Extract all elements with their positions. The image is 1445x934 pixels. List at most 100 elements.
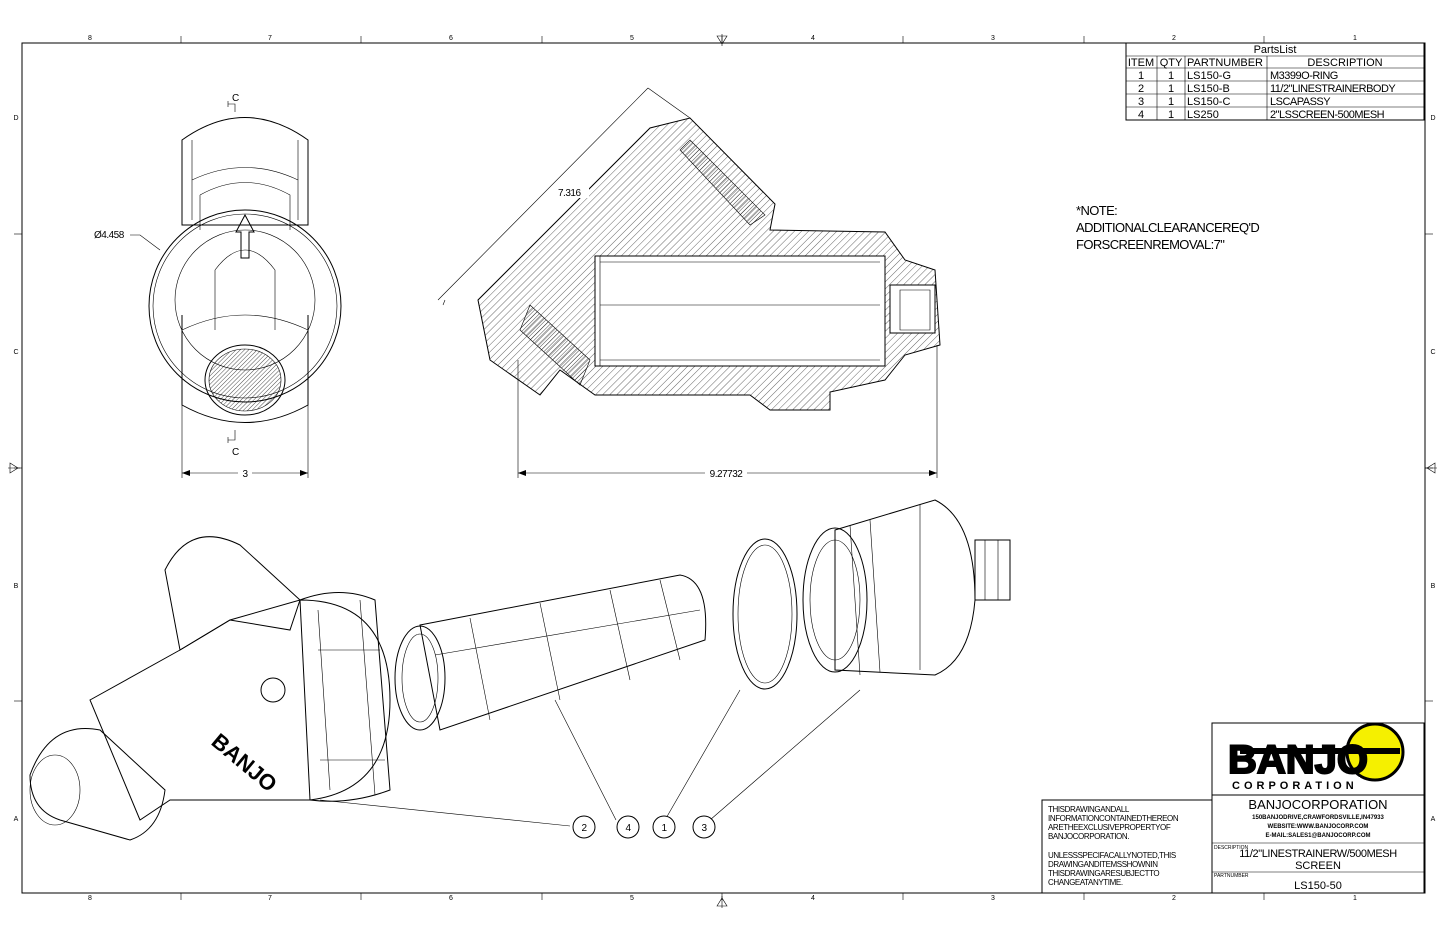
zone-column-label: 8 (88, 895, 92, 902)
zone-row-label: D (13, 115, 18, 122)
zone-row-label: B (14, 583, 19, 590)
parts-list-row: 3 1 LS150-C LSCAPASSY (1138, 96, 1332, 108)
company-name: BANJOCORPORATION (1248, 797, 1387, 812)
parts-list-title: PartsList (1254, 44, 1297, 56)
diagonal-dimension: 7.316 (558, 188, 581, 199)
logo-subtitle: CORPORATION (1232, 780, 1358, 792)
parts-list-cell: 1 (1168, 83, 1174, 95)
title-block: BANJO CORPORATION BANJOCORPORATION 150BA… (1041, 722, 1425, 894)
zone-column-label: 6 (449, 895, 453, 902)
zone-column-label: 7 (268, 895, 272, 902)
item-balloon-number: 4 (625, 823, 631, 834)
clearance-note: *NOTE: ADDITIONALCLEARANCEREQ'D FORSCREE… (1076, 203, 1260, 252)
logo-wordmark: BANJO (1228, 738, 1368, 782)
centering-arrows (8, 34, 1437, 908)
parts-list-header-description: DESCRIPTION (1307, 57, 1382, 69)
section-label: C (232, 447, 239, 458)
zone-column-label: 5 (630, 895, 634, 902)
zone-row-label: A (1431, 816, 1436, 823)
item-balloon-number: 3 (701, 823, 707, 834)
part-number-label: PARTNUMBER (1214, 873, 1249, 879)
disclaimer-line: CHANGEATANYTIME. (1048, 878, 1123, 887)
parts-list-cell: LS250 (1187, 109, 1219, 121)
parts-list-cell: 11/2"LINESTRAINERBODY (1270, 83, 1396, 95)
note-line: FORSCREENREMOVAL:7" (1076, 237, 1225, 252)
description-label: DESCRIPTION (1214, 845, 1249, 851)
zone-column-label: 2 (1172, 35, 1176, 42)
parts-list-cell: 3 (1138, 96, 1144, 108)
section-arrow-icon (227, 430, 236, 443)
parts-list-header-part-number: PARTNUMBER (1187, 57, 1263, 69)
disclaimer-line: THISDRAWINGANDALL (1048, 805, 1130, 814)
zone-column-label: 2 (1172, 895, 1176, 902)
parts-list-cell: 1 (1138, 70, 1144, 82)
zone-row-label: A (14, 816, 19, 823)
parts-list-cell: 2"LSSCREEN-500MESH (1270, 109, 1385, 121)
parts-list-cell: 1 (1168, 70, 1174, 82)
exploded-view: BANJO 2 4 1 3 (29, 499, 1011, 841)
description-line: SCREEN (1295, 860, 1341, 872)
parts-list-cell: 1 (1168, 109, 1174, 121)
company-website: WEBSITE:WWW.BANJOCORP.COM (1268, 824, 1369, 830)
item-balloon (572, 815, 596, 839)
part-number: LS150-50 (1294, 880, 1342, 892)
company-address: 150BANJODRIVE,CRAWFORDSVILLE,IN47933 (1252, 815, 1384, 821)
parts-list-cell: LSCAPASSY (1270, 96, 1331, 108)
parts-list-cell: 2 (1138, 83, 1144, 95)
cap-assembly (802, 499, 1011, 676)
zone-column-label: 3 (991, 895, 995, 902)
zone-row-label: C (1430, 349, 1435, 356)
note-line: ADDITIONALCLEARANCEREQ'D (1076, 220, 1259, 235)
disclaimer-line: DRAWINGANDITEMSSHOWNIN (1048, 860, 1158, 869)
banjo-logo-icon (260, 677, 286, 703)
zone-column-label: 1 (1353, 35, 1357, 42)
zone-column-label: 4 (811, 895, 815, 902)
length-dimension: 9.27732 (710, 469, 744, 480)
item-balloon-number: 2 (581, 823, 587, 834)
zone-row-label: B (1431, 583, 1436, 590)
parts-list-header-qty: QTY (1160, 57, 1183, 69)
section-label: C (232, 93, 239, 104)
flow-direction-arrow-icon (235, 213, 255, 259)
screen (394, 574, 707, 731)
parts-list-row: 1 1 LS150-G M3399O-RING (1138, 70, 1338, 82)
balloons: 2 4 1 3 (319, 689, 861, 839)
parts-list-cell: M3399O-RING (1270, 70, 1338, 82)
strainer-body: BANJO (29, 536, 391, 841)
disclaimer-line: BANJOCORPORATION. (1048, 832, 1129, 841)
parts-list-cell: 4 (1138, 109, 1144, 121)
parts-list-cell: 1 (1168, 96, 1174, 108)
parts-list-cell: LS150-C (1187, 96, 1230, 108)
disclaimer-line: THISDRAWINGARESUBJECTTO (1048, 869, 1159, 878)
disclaimer-line: ARETHEEXCLUSIVEPROPERTYOF (1048, 823, 1171, 832)
parts-list-row: 4 1 LS250 2"LSSCREEN-500MESH (1138, 109, 1385, 121)
zone-column-label: 6 (449, 35, 453, 42)
item-balloon (692, 815, 716, 839)
zone-row-label: D (1430, 115, 1435, 122)
parts-list-cell: LS150-G (1187, 70, 1231, 82)
zone-column-label: 5 (630, 35, 634, 42)
disclaimer-line: UNLESSSPECIFACALLYNOTED,THIS (1048, 851, 1176, 860)
section-view: 7.316 9.27732 (437, 87, 941, 480)
zone-column-label: 7 (268, 35, 272, 42)
note-line: *NOTE: (1076, 203, 1117, 218)
item-balloon-number: 1 (661, 823, 667, 834)
diameter-dimension: Ø4.458 (94, 230, 125, 241)
zone-column-label: 8 (88, 35, 92, 42)
zone-column-label: 3 (991, 35, 995, 42)
parts-list-cell: LS150-B (1187, 83, 1230, 95)
item-balloon (616, 815, 640, 839)
section-arrow-icon (227, 101, 236, 112)
o-ring (732, 538, 798, 690)
parts-list-table: PartsList ITEM QTY PARTNUMBER DESCRIPTIO… (1125, 42, 1425, 121)
front-view: C C Ø4.458 3 (94, 93, 342, 480)
width-dimension: 3 (242, 469, 248, 480)
item-balloon (652, 815, 676, 839)
zone-column-label: 1 (1353, 895, 1357, 902)
parts-list-row: 2 1 LS150-B 11/2"LINESTRAINERBODY (1138, 83, 1397, 95)
zone-row-label: C (13, 349, 18, 356)
parts-list-header-item: ITEM (1128, 57, 1154, 69)
description-line: 11/2"LINESTRAINERW/500MESH (1239, 848, 1397, 860)
